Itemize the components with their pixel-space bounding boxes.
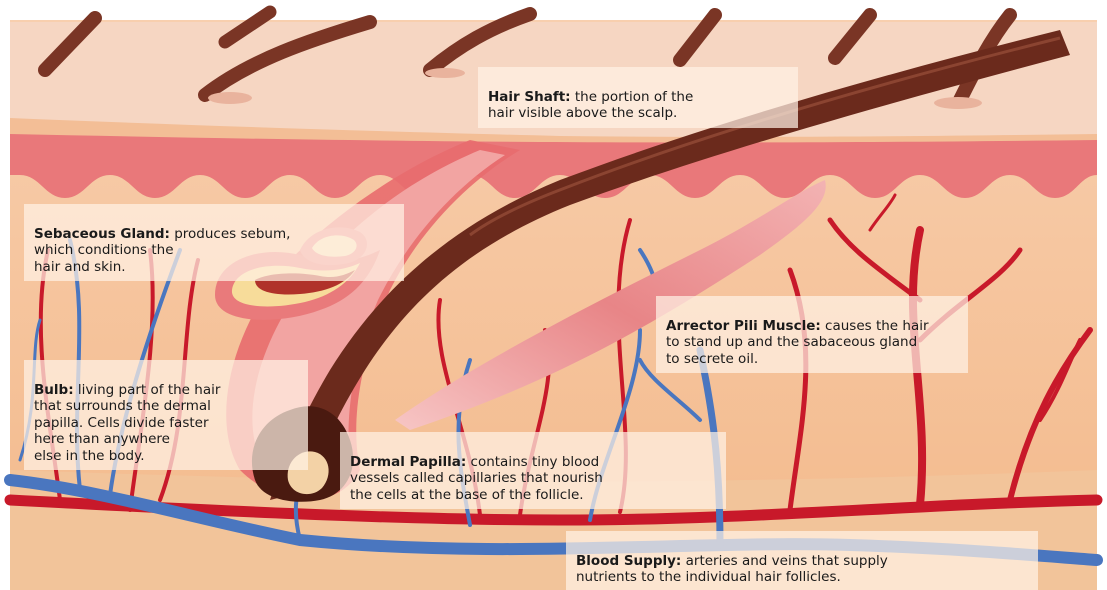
bulb-label: Bulb: living part of the hair that surro…: [24, 360, 308, 470]
dermal-papilla-label: Dermal Papilla: contains tiny blood vess…: [340, 432, 726, 509]
arrector-pili-muscle-label: Arrector Pili Muscle: causes the hair to…: [656, 296, 968, 373]
blood-supply-label: Blood Supply: arteries and veins that su…: [566, 531, 1038, 590]
label-term: Sebaceous Gland:: [34, 226, 170, 242]
label-term: Dermal Papilla:: [350, 454, 466, 470]
sebaceous-gland-label: Sebaceous Gland: produces sebum, which c…: [24, 204, 404, 281]
hair-shaft-label: Hair Shaft: the portion of the hair visi…: [478, 67, 798, 128]
label-term: Blood Supply:: [576, 553, 681, 569]
label-term: Hair Shaft:: [488, 89, 571, 105]
label-term: Bulb:: [34, 382, 74, 398]
label-term: Arrector Pili Muscle:: [666, 318, 821, 334]
